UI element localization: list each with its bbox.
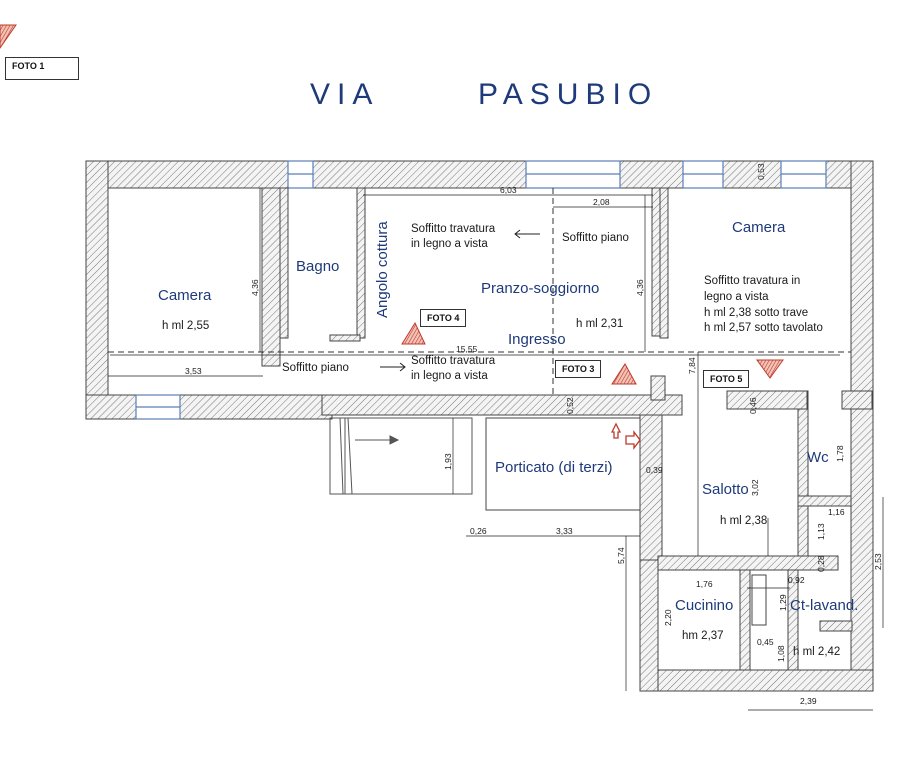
- photo-markers: [0, 24, 784, 385]
- dim-052: 0,52: [565, 397, 575, 414]
- note-travatura-top-2: in legno a vista: [411, 238, 488, 250]
- storage-box: [751, 574, 767, 626]
- dashed-lines: [108, 188, 851, 395]
- dim-053: 0,53: [756, 163, 766, 180]
- foto-3-label: FOTO 3: [555, 360, 602, 378]
- note-camera-right-4: h ml 2,57 sotto tavolato: [704, 322, 823, 334]
- dimension-lines: [108, 188, 884, 711]
- dim-1555: 15,55: [456, 344, 478, 354]
- dim-039: 0,39: [646, 465, 663, 475]
- dim-574: 5,74: [616, 547, 626, 564]
- dim-176: 1,76: [696, 579, 713, 589]
- dim-220: 2,20: [663, 609, 673, 626]
- room-cucinino-height: hm 2,37: [682, 630, 724, 642]
- room-ct-lavand-height: h ml 2,42: [793, 646, 841, 658]
- dim-046: 0,46: [748, 397, 758, 414]
- dim-026: 0,26: [470, 526, 487, 536]
- foto-5-label: FOTO 5: [703, 370, 750, 388]
- room-cucinino: Cucinino: [675, 597, 734, 614]
- dim-178: 1,78: [835, 445, 845, 462]
- foto-4-label: FOTO 4: [420, 309, 467, 327]
- room-salotto: Salotto: [702, 481, 749, 498]
- note-travatura-bottom-2: in legno a vista: [411, 370, 488, 382]
- dim-045: 0,45: [757, 637, 774, 647]
- room-ingresso: Ingresso: [508, 331, 566, 348]
- dim-116: 1,16: [828, 507, 845, 517]
- note-soffitto-piano-top: Soffitto piano: [562, 232, 629, 244]
- room-camera-left-height: h ml 2,55: [162, 320, 210, 332]
- room-angolo-cottura: Angolo cottura: [374, 221, 391, 318]
- porticato-outline: [485, 417, 641, 511]
- dim-129: 1,29: [778, 594, 788, 611]
- dim-108: 1,08: [776, 645, 786, 662]
- room-bagno: Bagno: [296, 258, 340, 275]
- room-salotto-height: h ml 2,38: [720, 515, 768, 527]
- stairs: [329, 417, 473, 495]
- room-porticato: Porticato (di terzi): [495, 459, 613, 476]
- note-camera-right-1: Soffitto travatura in: [704, 275, 801, 287]
- dim-193: 1,93: [443, 453, 453, 470]
- room-ct-lavand: Ct-lavand.: [790, 597, 859, 614]
- note-soffitto-piano-bottom: Soffitto piano: [282, 362, 349, 374]
- foto-1-label: FOTO 1: [5, 57, 79, 80]
- dim-333: 3,33: [556, 526, 573, 536]
- exterior-walls: [85, 160, 874, 692]
- note-travatura-top-1: Soffitto travatura: [411, 223, 496, 235]
- room-camera-left: Camera: [158, 287, 212, 304]
- dim-436-left: 4,36: [250, 279, 260, 296]
- entry-arrows: [610, 422, 641, 450]
- dim-302: 3,02: [750, 479, 760, 496]
- dim-436-right: 4,36: [635, 279, 645, 296]
- street-name-pasubio: PASUBIO: [478, 78, 659, 111]
- room-wc: Wc: [807, 449, 829, 466]
- room-pranzo-height: h ml 2,31: [576, 318, 624, 330]
- room-camera-right: Camera: [732, 219, 786, 236]
- note-travatura-bottom-1: Soffitto travatura: [411, 355, 496, 367]
- dim-353: 3,53: [185, 366, 202, 376]
- windows: [135, 160, 827, 420]
- dim-239: 2,39: [800, 696, 817, 706]
- note-camera-right-2: legno a vista: [704, 291, 769, 303]
- street-name-via: VIA: [310, 78, 380, 111]
- interior-walls: [261, 187, 853, 671]
- dim-092: 0,92: [788, 575, 805, 585]
- note-camera-right-3: h ml 2,38 sotto trave: [704, 307, 809, 319]
- dim-784: 7,84: [687, 357, 697, 374]
- room-pranzo-soggiorno: Pranzo-soggiorno: [481, 280, 600, 297]
- dim-028: 0,28: [816, 555, 826, 572]
- note-arrows: [380, 229, 540, 372]
- dim-253: 2,53: [873, 553, 883, 570]
- dim-208: 2,08: [593, 197, 610, 207]
- dim-113: 1,13: [816, 523, 826, 540]
- dim-603: 6,03: [500, 185, 517, 195]
